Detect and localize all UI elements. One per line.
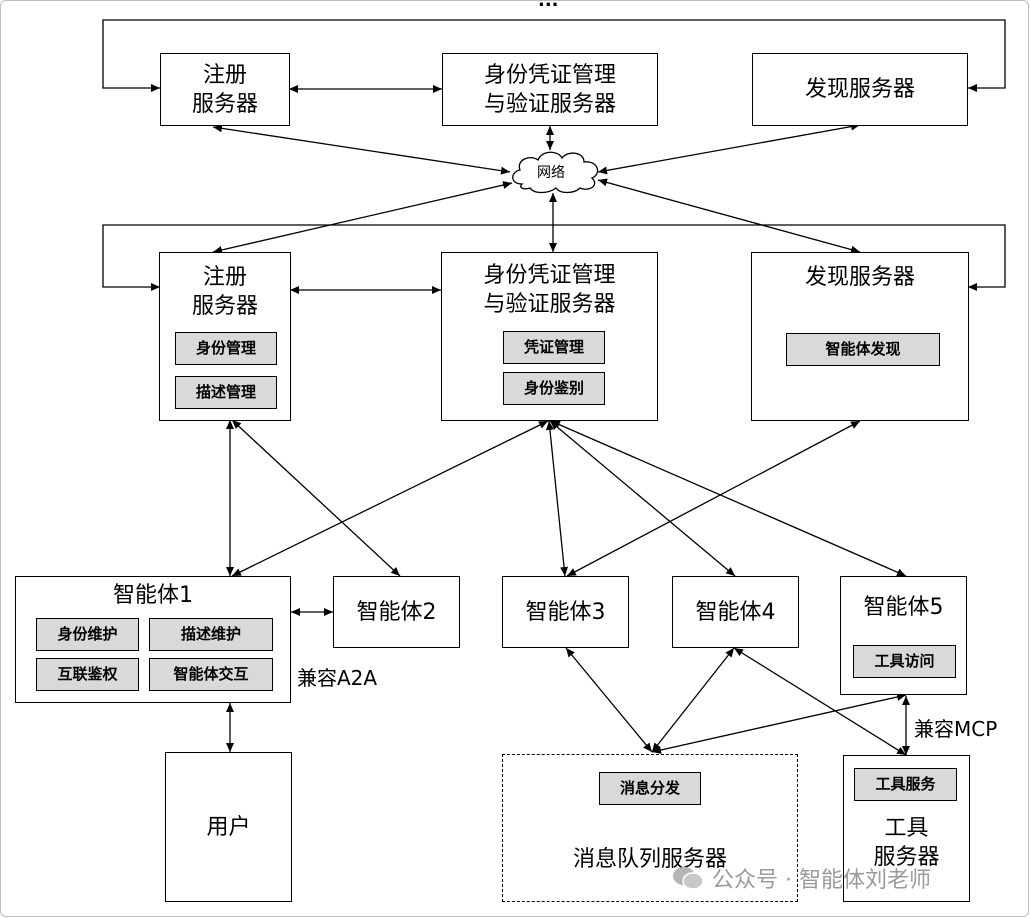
description-maintenance-tag: 描述维护 [149,618,273,651]
tool-access-tag: 工具访问 [853,645,956,678]
id-agent1-link [231,420,549,577]
network-cloud-icon [512,151,599,194]
top-registry-server[interactable]: 注册 服务器 [160,53,290,126]
user-box[interactable]: 用户 [165,752,292,902]
agent-5-title: 智能体5 [863,595,944,620]
agent-discovery-tag: 智能体发现 [786,333,940,366]
agent3-mq-link [565,647,653,753]
net-mid-reg-link [212,181,513,254]
ellipsis-indicator: ... [538,0,559,11]
interconnect-auth-tag: 互联鉴权 [36,658,139,691]
identity-maintenance-tag: 身份维护 [36,618,139,651]
agent4-tool-link [733,647,907,756]
id-agent3-link [545,420,569,577]
top-loop-line [102,19,1006,92]
a2a-compat-label: 兼容A2A [297,666,378,690]
agent-4-title: 智能体4 [695,600,776,625]
agent-4[interactable]: 智能体4 [672,576,799,648]
identity-title: 身份凭证管理 与验证服务器 [483,263,616,317]
agent-1-title: 智能体1 [113,583,193,608]
tool-server-title: 工具 服务器 [873,816,940,870]
top-discovery-title: 发现服务器 [804,77,915,102]
tool-server[interactable]: 工具服务 工具 服务器 [843,755,970,902]
discovery-server[interactable]: 发现服务器 智能体发现 [751,252,969,421]
top-disc-net-link [597,122,861,175]
message-queue-server[interactable]: 消息分发 消息队列服务器 [502,754,798,902]
mcp-compat-label: 兼容MCP [914,717,998,741]
tool-service-tag: 工具服务 [854,768,957,801]
message-queue-title: 消息队列服务器 [572,847,727,872]
credential-management-tag: 凭证管理 [503,331,605,364]
agent-3-title: 智能体3 [525,600,606,625]
watermark-text: 公众号 · 智能体刘老师 [712,868,931,893]
id-agent4-link [549,420,736,577]
agent-2-title: 智能体2 [356,600,437,625]
watermark: 公众号 · 智能体刘老师 [672,862,931,894]
message-dispatch-tag: 消息分发 [599,772,701,805]
top-identity-server[interactable]: 身份凭证管理 与验证服务器 [442,53,658,126]
registry-server[interactable]: 注册 服务器 身份管理 描述管理 [159,252,291,421]
registry-title: 注册 服务器 [191,265,258,319]
wechat-icon [672,865,704,891]
agent-1[interactable]: 智能体1 身份维护 描述维护 互联鉴权 智能体交互 [15,576,291,703]
top-registry-title: 注册 服务器 [191,63,258,117]
top-reg-net-link [212,124,511,175]
disc-agent3-link [566,420,861,577]
discovery-title: 发现服务器 [804,265,915,290]
agent-3[interactable]: 智能体3 [502,576,629,648]
mid-loop-line [102,224,1006,291]
id-agent5-link [550,420,907,577]
top-identity-title: 身份凭证管理 与验证服务器 [483,63,616,117]
agent-2[interactable]: 智能体2 [333,576,460,648]
agent-5[interactable]: 智能体5 工具访问 [840,576,967,695]
top-discovery-server[interactable]: 发现服务器 [752,53,968,126]
agent-interaction-tag: 智能体交互 [149,658,273,691]
network-label: 网络 [537,165,565,181]
description-management-tag: 描述管理 [175,376,277,409]
net-mid-disc-link [597,178,861,254]
identity-server[interactable]: 身份凭证管理 与验证服务器 凭证管理 身份鉴别 [441,252,658,421]
user-title: 用户 [206,815,251,840]
identity-management-tag: 身份管理 [175,332,277,365]
reg-agent2-link [231,419,401,577]
identity-authentication-tag: 身份鉴别 [503,372,605,405]
